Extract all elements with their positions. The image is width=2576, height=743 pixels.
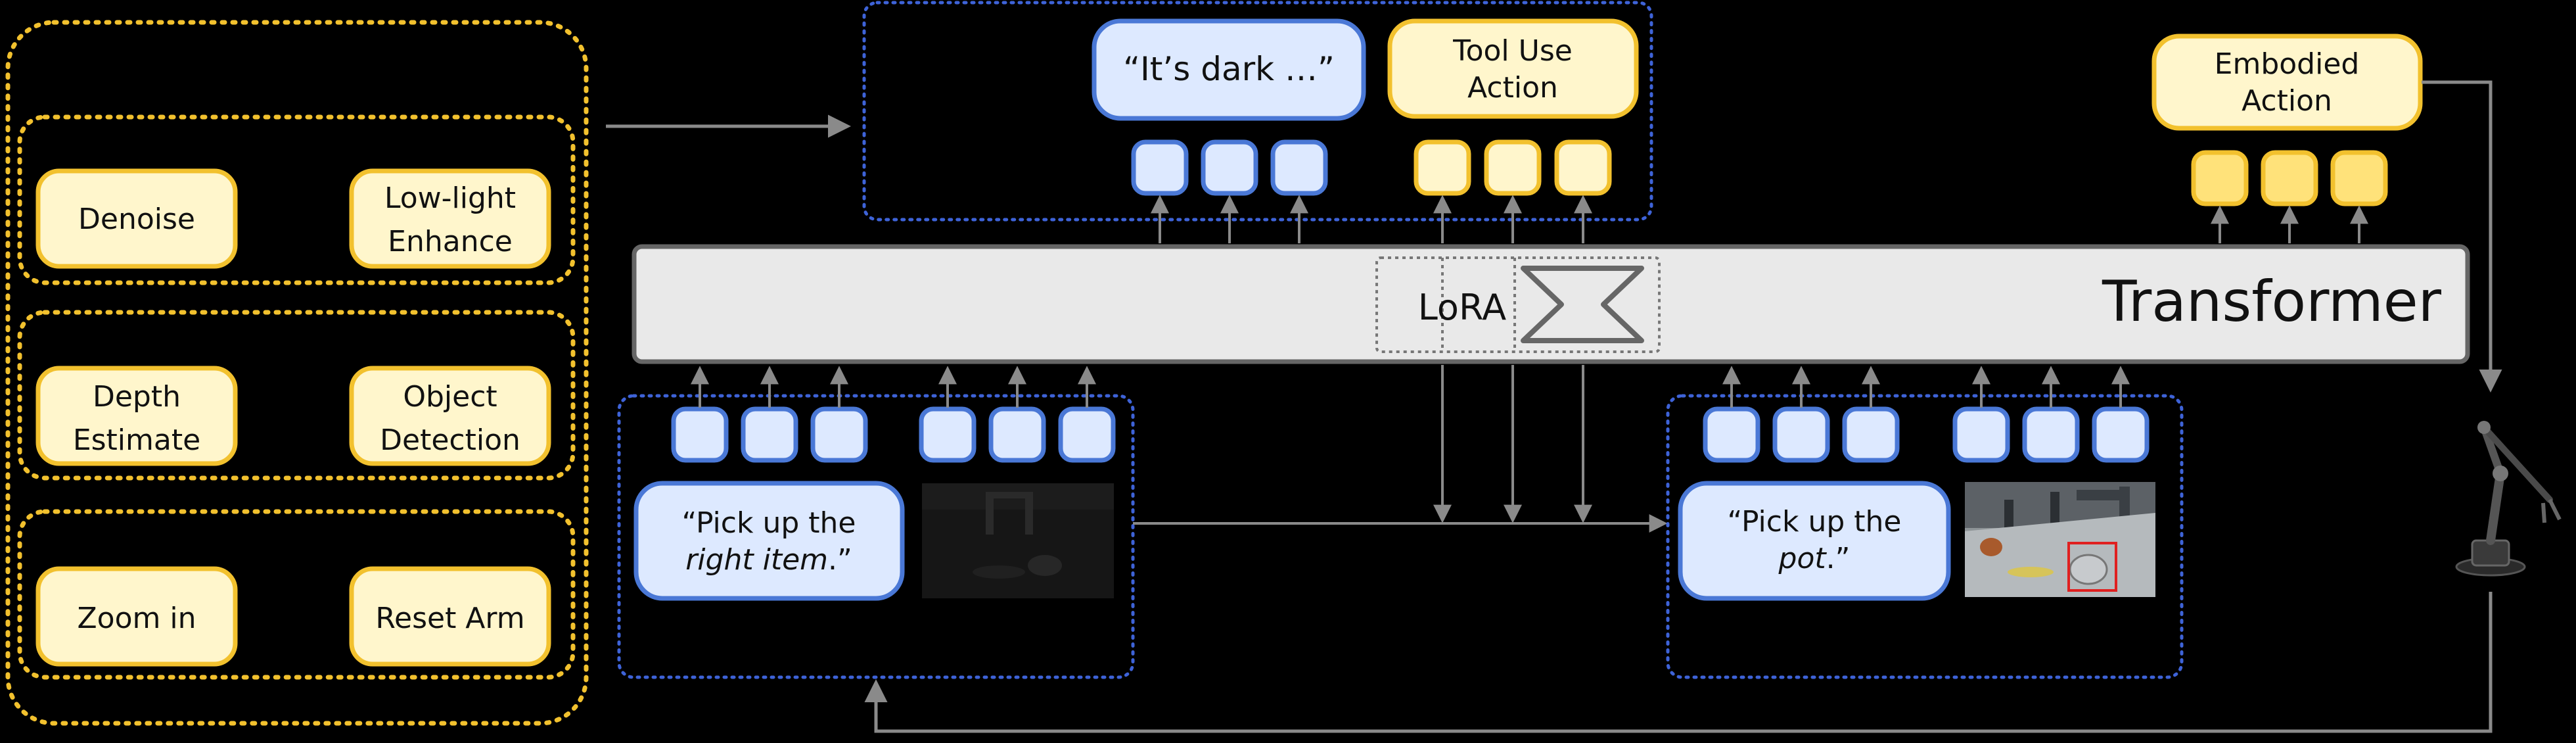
first-input-container: “Pick up the right item.” [617, 394, 1135, 679]
tool-use-action-box: Tool Use Action [1387, 18, 1639, 119]
svg-text:Action: Action [2242, 84, 2332, 118]
input-image-token [1952, 406, 2010, 463]
embodied-action-box: Embodied Action [2151, 34, 2423, 131]
svg-text:Object: Object [403, 380, 497, 414]
input-image-token [919, 406, 977, 463]
input-text-token [810, 406, 868, 463]
robot-arm-icon [2455, 421, 2562, 577]
svg-text:Low-light: Low-light [384, 181, 516, 215]
tool-depth-estimate: Depth Estimate [35, 366, 238, 466]
transformer-to-embodied-arrows [2211, 205, 2368, 243]
input-image-token [2022, 406, 2080, 463]
tool-action-token [1414, 139, 1471, 196]
tool-object-detection: Object Detection [349, 366, 551, 466]
input-text-token [1703, 406, 1760, 463]
action-to-robot-arrow [2422, 80, 2502, 393]
svg-text:Depth: Depth [93, 380, 181, 414]
first-instruction-bubble: “Pick up the right item.” [633, 481, 905, 601]
tool-group-enhance [17, 114, 576, 285]
first-input-to-transformer-arrows [691, 366, 1096, 408]
dark-scene-image [922, 483, 1114, 598]
svg-text:Enhance: Enhance [388, 225, 513, 258]
svg-text:Transformer: Transformer [2102, 269, 2442, 335]
second-input-to-transformer-arrows [1722, 366, 2130, 408]
lora-adapter: LoRA [1375, 256, 1661, 353]
tool-group-perception [17, 310, 576, 481]
robot-feedback-arrow [864, 592, 2493, 733]
input-image-token [988, 406, 1046, 463]
tool-lowlight-enhance: Low-light Enhance [349, 168, 551, 269]
svg-text:Denoise: Denoise [78, 203, 195, 236]
embodied-action-token [2191, 150, 2249, 206]
svg-text:LoRA: LoRA [1418, 287, 1507, 328]
svg-text:Embodied: Embodied [2215, 47, 2360, 81]
output-container: “It’s dark …” Tool Use Action [862, 1, 1653, 222]
tool-action-token [1554, 139, 1612, 196]
svg-text:“Pick up the: “Pick up the [1728, 505, 1902, 539]
lora-hourglass-icon [1521, 266, 1644, 343]
input-image-token [1058, 406, 1116, 463]
input-text-token [671, 406, 729, 463]
tool-reset-arm: Reset Arm [349, 566, 551, 667]
second-input-container: “Pick up the pot.” [1666, 394, 2184, 679]
embodied-action-token [2330, 150, 2388, 206]
svg-text:Zoom in: Zoom in [78, 602, 196, 635]
action-feedback-lines [1433, 365, 1592, 523]
tool-group-control [17, 509, 576, 680]
svg-text:“It’s dark …”: “It’s dark …” [1123, 50, 1335, 88]
detected-pot-image [1965, 482, 2155, 597]
transformer-to-output-arrows [1151, 195, 1592, 243]
svg-text:pot.”: pot.” [1778, 542, 1851, 575]
tool-palette: Denoise Low-light Enhance Depth Estimate… [5, 20, 589, 726]
svg-text:Reset Arm: Reset Arm [375, 602, 524, 635]
output-text-token [1270, 139, 1328, 196]
svg-text:right item.”: right item.” [685, 543, 852, 577]
input-text-token [741, 406, 798, 463]
svg-text:Action: Action [1467, 71, 1558, 105]
output-text-token [1131, 139, 1189, 196]
input-image-token [2092, 406, 2150, 463]
svg-text:Detection: Detection [380, 423, 520, 457]
embodied-action-token [2261, 150, 2318, 206]
input-text-token [1842, 406, 1900, 463]
tool-zoom-in: Zoom in [35, 566, 238, 667]
output-text-token [1201, 139, 1258, 196]
tool-action-token [1484, 139, 1542, 196]
speech-output-bubble: “It’s dark …” [1092, 18, 1366, 121]
transformer-block: Transformer [632, 244, 2470, 364]
svg-text:Tool Use: Tool Use [1452, 34, 1573, 68]
svg-text:“Pick up the: “Pick up the [682, 506, 856, 540]
second-instruction-bubble: “Pick up the pot.” [1678, 481, 1951, 601]
input-text-token [1772, 406, 1830, 463]
svg-text:Estimate: Estimate [73, 423, 200, 457]
tool-denoise: Denoise [35, 168, 238, 269]
